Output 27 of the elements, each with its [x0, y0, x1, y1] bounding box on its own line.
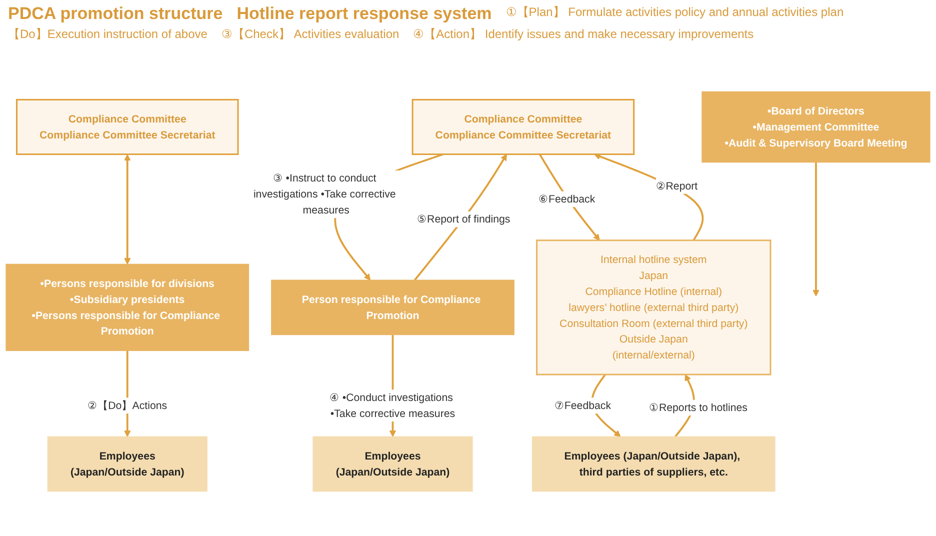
node-box: Person responsible for Compliance Promotion	[271, 280, 514, 336]
section-heading: Hotline report response system	[236, 4, 492, 24]
node-box: Employees (Japan/Outside Japan)	[47, 436, 208, 492]
edge-label: ③ •Instruct to conduct investigations •Take corrective measures	[253, 172, 396, 216]
edge-label: ⑤Report of findings	[417, 212, 510, 225]
node-box: Internal hotline system Japan Compliance Hotline (internal) lawyers’ hotline (external third party) Consultation Room (external third party) Outside Japan (internal/external)	[536, 240, 772, 376]
note-text: 【Do】Execution instruction of above	[8, 26, 208, 43]
arrow	[538, 154, 600, 241]
node-box: •Board of Directors •Management Committee •Audit & Supervisory Board Meeting	[702, 91, 930, 163]
edge-label: ①Reports to hotlines	[649, 401, 748, 414]
note-text: ③【Check】 Activities evaluation	[221, 26, 400, 43]
edge-label: ⑦Feedback	[554, 399, 612, 412]
edge-label: ⑥Feedback	[538, 192, 596, 205]
node-box: Compliance Committee Compliance Committee Secretariat	[16, 98, 239, 156]
node-box: Compliance Committee Compliance Committee Secretariat	[412, 98, 635, 156]
arrow	[812, 162, 820, 296]
edge-label: ④ •Conduct investigations •Take corrective measures	[330, 391, 456, 420]
arrow	[124, 154, 131, 264]
edge-label: ②Report	[656, 179, 698, 192]
node-box: Employees (Japan/Outside Japan), third parties of suppliers, etc.	[532, 436, 776, 492]
section-heading: PDCA promotion structure	[8, 4, 223, 24]
node-box: •Persons responsible for divisions •Subsidiary presidents •Persons responsible for Compliance Promotion	[6, 264, 250, 352]
edge-label: ②【Do】Actions	[88, 399, 168, 412]
note-text: ①【Plan】 Formulate activities policy and annual activities plan	[506, 4, 844, 21]
node-box: Employees (Japan/Outside Japan)	[312, 436, 473, 492]
note-text: ④【Action】 Identify issues and make necessary improvements	[413, 26, 754, 43]
arrow	[594, 153, 704, 241]
